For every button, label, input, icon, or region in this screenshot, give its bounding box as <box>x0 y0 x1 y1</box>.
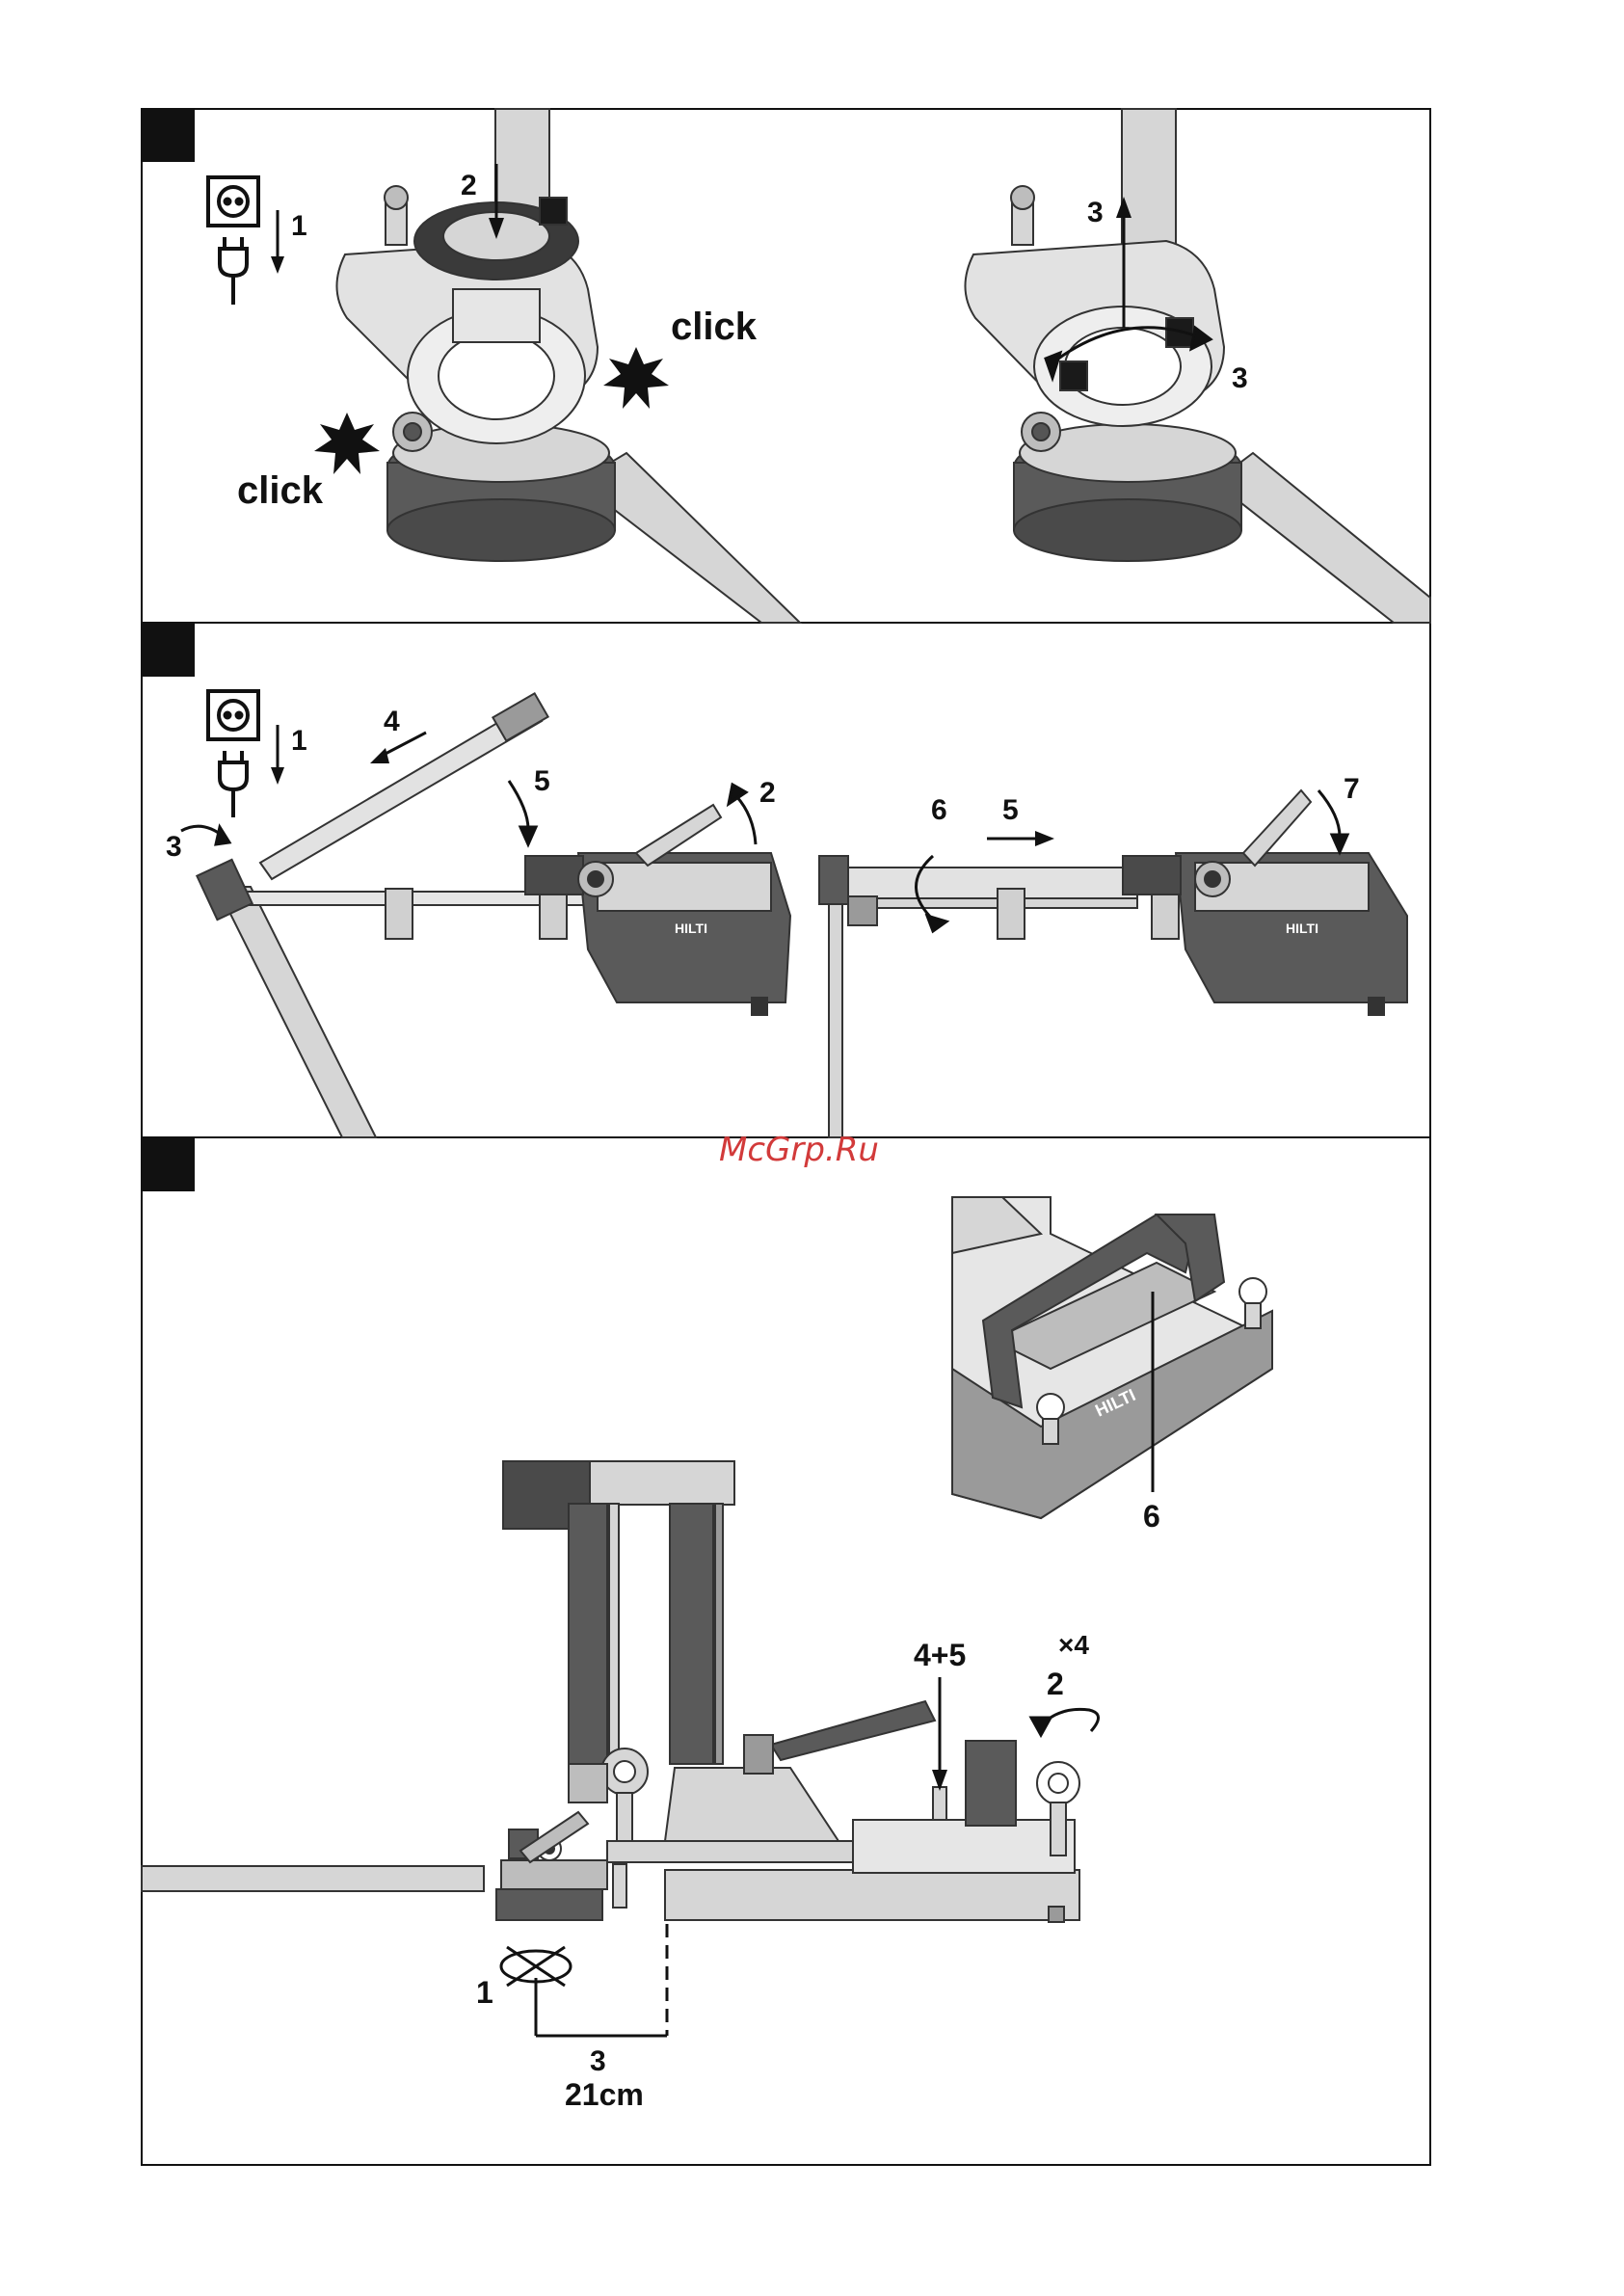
step-label: 1 <box>291 725 307 757</box>
click-burst-left <box>314 413 380 474</box>
step-label: 5 <box>534 765 550 797</box>
rotate-arrow-2 <box>1031 1709 1099 1735</box>
unplug-icon <box>208 691 258 817</box>
panel-3-number-box <box>142 1138 195 1191</box>
step-label: 1 <box>476 1975 493 2010</box>
panel-2-number-box <box>142 624 195 677</box>
step-label: 3 <box>590 2045 606 2077</box>
step-label: 2 <box>461 170 477 201</box>
step-label: 6 <box>931 794 947 826</box>
curved-arrow-3 <box>181 826 229 844</box>
unplug-icon <box>208 177 258 305</box>
distance-label: 21cm <box>565 2077 644 2112</box>
svg-text:HILTI: HILTI <box>1286 921 1318 936</box>
step-label: 4 <box>384 706 400 737</box>
step-label: 5 <box>1002 794 1019 826</box>
curved-arrow-2 <box>729 785 756 844</box>
step-label: 6 <box>1143 1499 1160 1534</box>
step-label: 2 <box>759 777 776 809</box>
core-bit-assembly-right <box>965 109 1430 623</box>
step-label: 2 <box>1047 1667 1064 1701</box>
down-arrow-1 <box>271 725 284 785</box>
drill-rig-upright: HILTI <box>819 790 1407 1137</box>
down-arrow-45 <box>932 1677 947 1791</box>
panel-3: HILTI 6 <box>142 1197 1272 2112</box>
step-label: 3 <box>1087 197 1104 228</box>
click-label: click <box>671 306 758 348</box>
right-arrow-5 <box>987 831 1054 846</box>
click-burst-right <box>603 347 669 409</box>
panel-1: 1 2 <box>208 109 1430 694</box>
step-label: 3 <box>1232 362 1248 394</box>
drill-rig-tilted: HILTI <box>197 693 790 1137</box>
step-label: 4+5 <box>914 1638 966 1672</box>
handle-closeup: HILTI <box>952 1197 1272 1518</box>
click-label: click <box>237 469 324 512</box>
svg-text:HILTI: HILTI <box>675 921 707 936</box>
panel-1-number-box <box>142 109 195 162</box>
core-bit-assembly-left <box>336 109 800 694</box>
down-arrow-1 <box>271 210 284 274</box>
panel-2: 1 HILTI 4 5 <box>166 691 1407 1137</box>
curved-arrow-5 <box>509 781 536 844</box>
watermark: McGrp.Ru <box>719 1131 879 1169</box>
repeat-count-label: ×4 <box>1058 1630 1089 1660</box>
step-label: 3 <box>166 831 182 863</box>
step-label: 7 <box>1344 773 1360 805</box>
step-label: 1 <box>291 210 307 242</box>
